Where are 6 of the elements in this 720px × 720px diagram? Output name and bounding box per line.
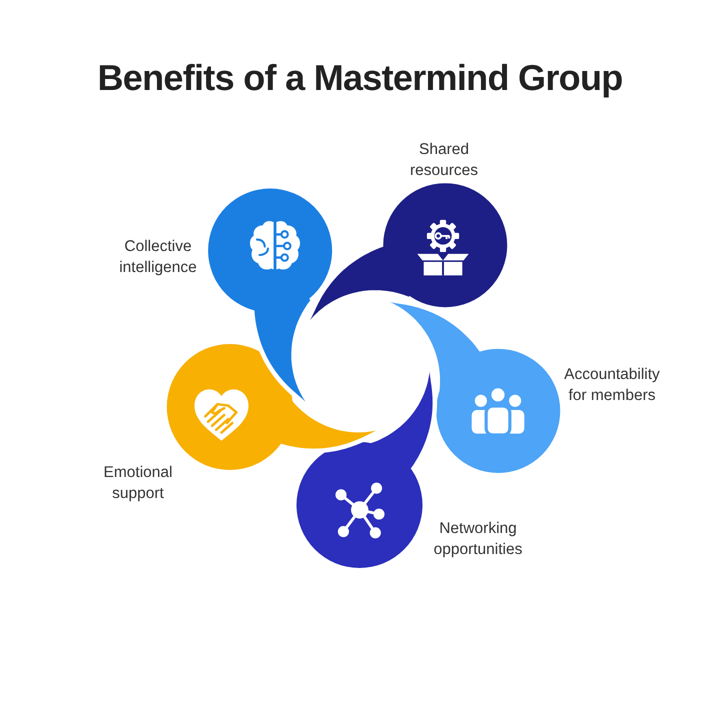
benefit-label: Collective intelligence [118, 237, 198, 278]
benefit-label: Networking opportunities [433, 519, 523, 560]
benefit-label: Shared resources [409, 140, 479, 181]
title: Benefits of a Mastermind Group [97, 57, 623, 99]
benefit-label: Accountability for members [564, 365, 660, 406]
benefit-label: Emotional support [103, 463, 173, 504]
